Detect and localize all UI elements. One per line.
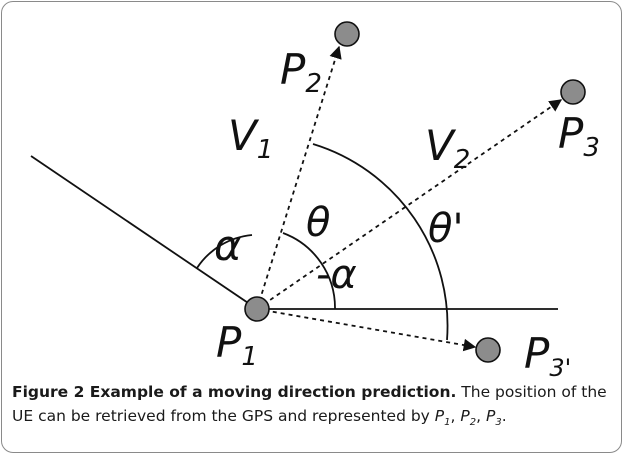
point-p3 [560,79,586,105]
label-theta: θ [306,200,330,246]
theta-prime-arc [312,143,449,341]
label-p1: P1 [216,318,258,372]
figure-caption: Figure 2 Example of a moving direction p… [12,383,607,429]
caption-text: The position of the UE can be retrieved … [12,383,607,425]
vector-v1-arrow [256,45,342,310]
point-p1 [244,296,270,322]
label-theta-prime: θ' [428,206,463,252]
label-p3-prime: P3' [524,329,571,382]
label-p2: P2 [280,45,322,99]
label-v1: V1 [228,111,273,165]
label-v2: V2 [425,121,470,175]
point-p2 [334,21,360,47]
caption-p3: P3 [485,407,502,429]
caption-p1: P1 [434,407,451,429]
caption-title: Figure 2 Example of a moving direction p… [12,383,457,401]
label-alpha: α [214,221,242,270]
vector-p3-prime-arrow [256,308,477,352]
label-neg-alpha: -α [316,252,357,298]
point-p3-prime [475,337,501,363]
vector-v2-arrow [256,99,563,310]
caption-p2: P2 [460,407,477,429]
label-p3: P3 [558,109,600,163]
previous-direction-line [30,155,258,310]
theta-arc [282,232,336,310]
alpha-arc [196,234,253,269]
